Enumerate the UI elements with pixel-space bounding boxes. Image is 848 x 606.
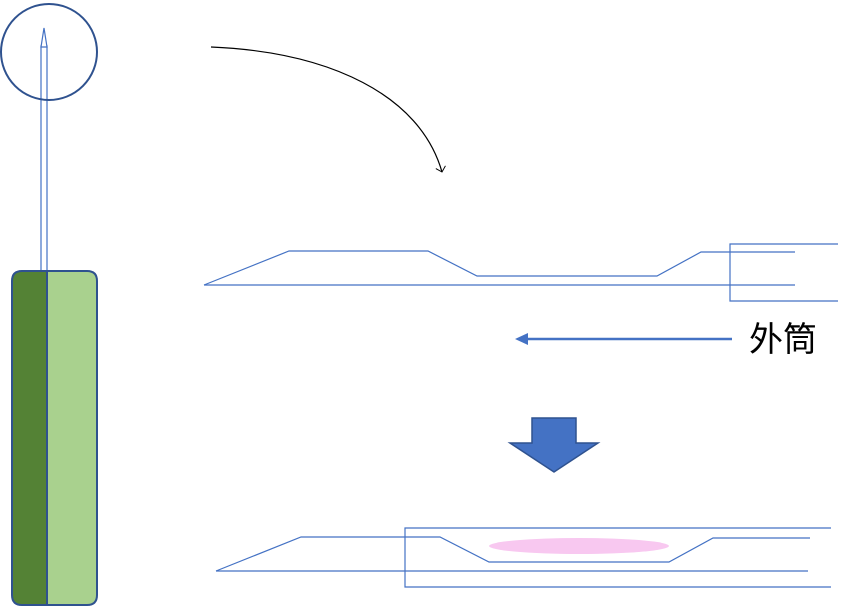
outer-tube-label: 外筒 [749, 320, 817, 360]
needle-profile-upper-line [203, 250, 795, 286]
needle-tip [40, 27, 48, 48]
handle-dark-half [11, 270, 48, 606]
outer-tube-advanced [404, 527, 831, 588]
outer-tube-end [729, 243, 838, 302]
magnify-circle [0, 3, 98, 101]
big-down-arrow [507, 417, 601, 473]
outer-tube-direction: 外筒 [515, 320, 817, 360]
needle-lower-upper-line [215, 536, 810, 572]
needle-profile-before [203, 243, 838, 302]
needle-profile-after [215, 527, 831, 588]
direction-arrow-head [515, 333, 528, 345]
needle-shaft [40, 45, 48, 275]
tool-assembly [0, 3, 98, 606]
sample-highlight [489, 538, 669, 554]
handle [11, 270, 98, 606]
handle-light-half [45, 270, 98, 606]
zoom-curve-arrow [210, 46, 446, 173]
